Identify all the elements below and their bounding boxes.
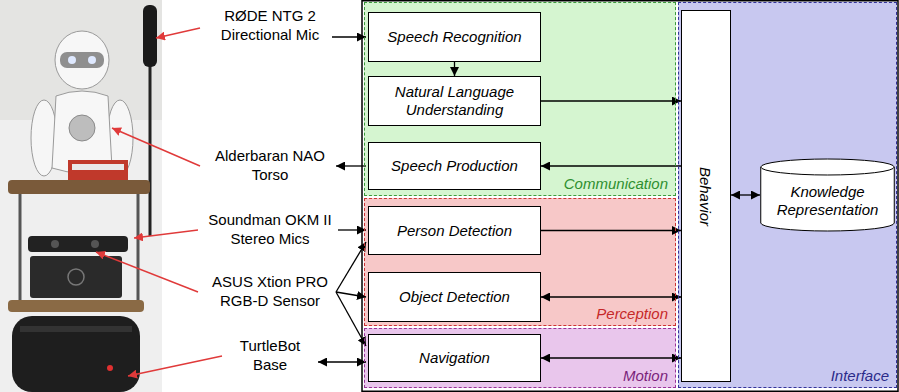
group-band: Communication Speech RecognitionNatural L… (364, 2, 676, 196)
group-title: Motion (623, 367, 668, 384)
node-text: Speech Recognition (387, 28, 521, 46)
label-slot: ASUS Xtion PRO RGB-D Sensor (203, 273, 338, 311)
group-title: Interface (831, 367, 889, 384)
node-text: Behavior (698, 166, 715, 225)
process-box: Object Detection (368, 272, 541, 322)
connector-arrow (541, 296, 681, 297)
robot-photo (0, 0, 162, 392)
group-band: Motion Navigation (364, 328, 676, 388)
group-band: Perception Person DetectionObject Detecti… (364, 198, 676, 326)
process-box: Natural Language Understanding (368, 76, 541, 126)
node-text: Object Detection (399, 288, 510, 306)
node-text: Speech Production (391, 157, 518, 175)
label-slot: TurtleBot Base (225, 337, 315, 375)
label-slot: Alderbaran NAO Torso (208, 147, 333, 185)
label-slot: RØDE NTG 2 Directional Mic (208, 7, 333, 45)
leader-lines (96, 28, 222, 376)
group-title: Perception (596, 305, 668, 322)
connector-arrow (541, 357, 681, 358)
part-label: Soundman OKM II Stereo Mics (203, 211, 338, 249)
group-band: Interface Behavior Knowledge Representatio… (678, 2, 897, 388)
process-box: Speech Recognition (368, 12, 541, 62)
process-box: Navigation (368, 334, 541, 382)
group-title: Communication (564, 175, 668, 192)
part-label: Alderbaran NAO Torso (208, 147, 333, 185)
connector-arrow (541, 230, 681, 231)
node-text: Natural Language Understanding (375, 83, 534, 119)
database-cylinder: Knowledge Representation (760, 158, 895, 232)
part-label: RØDE NTG 2 Directional Mic (208, 7, 333, 45)
connector-arrow (454, 62, 455, 76)
connector-arrow (541, 165, 681, 166)
process-box: Speech Production (368, 142, 541, 190)
region-fills (362, 1, 898, 392)
behavior-box: Behavior (681, 10, 731, 382)
connector-arrow (731, 194, 760, 195)
process-box: Person Detection (368, 206, 541, 255)
node-text: Knowledge Representation (766, 183, 889, 219)
node-text: Navigation (419, 349, 490, 367)
node-text: Person Detection (397, 222, 512, 240)
device-arrows (318, 37, 366, 362)
connector-arrow (541, 100, 681, 101)
part-label: TurtleBot Base (225, 337, 315, 375)
label-slot: Soundman OKM II Stereo Mics (203, 211, 338, 249)
part-label: ASUS Xtion PRO RGB-D Sensor (203, 273, 338, 311)
